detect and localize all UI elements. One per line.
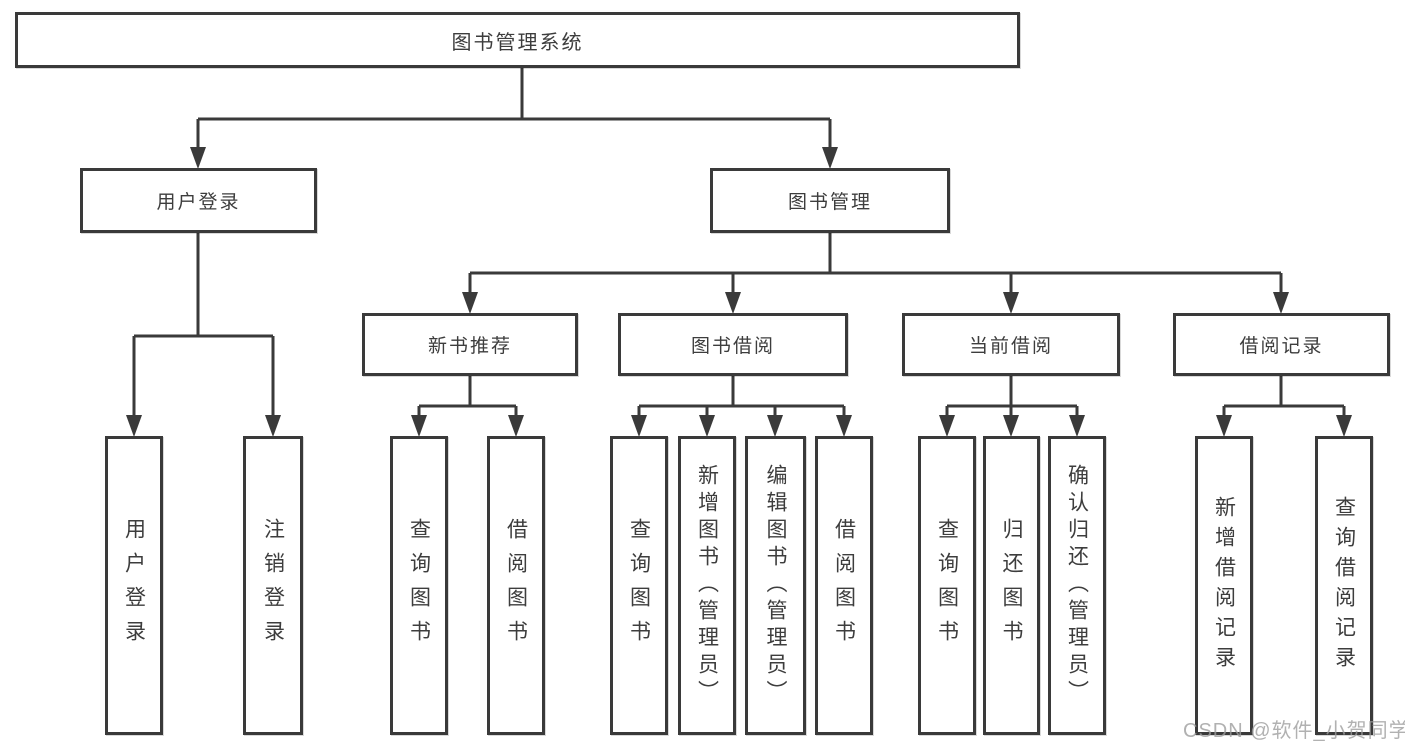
node-user-login: 用户登录 [80,168,317,233]
node-label: 查询图书 [407,517,431,654]
watermark: CSDN @软件_小贺同学 [1183,720,1405,742]
node-library-management-system: 图书管理系统 [15,12,1020,68]
node-current-borrowing: 当前借阅 [902,313,1120,376]
node-label: 当前借阅 [968,336,1053,357]
node-label: 注销登录 [261,517,285,654]
node-label: 新书推荐 [427,336,512,357]
leaf-borrow-books-borrowing: 借阅图书 [815,436,873,735]
node-new-book-recommendation: 新书推荐 [362,313,578,376]
leaf-query-books-recommend: 查询图书 [390,436,448,735]
node-label: 借阅图书 [504,517,528,654]
leaf-add-books-admin: 新增图书（管理员） [678,436,736,735]
node-label: 查询借阅记录 [1332,495,1356,676]
leaf-edit-books-admin: 编辑图书（管理员） [745,436,806,735]
node-book-management: 图书管理 [710,168,950,233]
node-label: 编辑图书（管理员） [764,464,787,707]
leaf-user-login: 用户登录 [105,436,163,735]
node-book-borrowing: 图书借阅 [618,313,848,376]
node-label: 借阅记录 [1239,336,1324,357]
node-label: 归还图书 [1000,517,1023,654]
leaf-query-borrow-record: 查询借阅记录 [1315,436,1373,735]
leaf-borrow-books-recommend: 借阅图书 [487,436,545,735]
node-label: 确认归还（管理员） [1065,464,1089,707]
node-label: 新增图书（管理员） [695,464,719,707]
node-label: 查询图书 [935,517,959,654]
node-label: 图书管理系统 [451,31,584,54]
node-label: 用户登录 [156,192,241,213]
leaf-confirm-return-admin: 确认归还（管理员） [1048,436,1106,735]
node-label: 查询图书 [627,517,651,654]
leaf-query-books-current: 查询图书 [918,436,976,735]
node-label: 借阅图书 [832,517,856,654]
leaf-return-books: 归还图书 [983,436,1040,735]
node-label: 图书管理 [787,192,872,213]
leaf-add-borrow-record: 新增借阅记录 [1195,436,1253,735]
node-label: 图书借阅 [690,336,775,357]
leaf-query-books-borrowing: 查询图书 [610,436,668,735]
node-label: 用户登录 [122,517,146,654]
leaf-logout: 注销登录 [243,436,303,735]
node-label: 新增借阅记录 [1212,495,1236,676]
node-borrowing-records: 借阅记录 [1173,313,1390,376]
